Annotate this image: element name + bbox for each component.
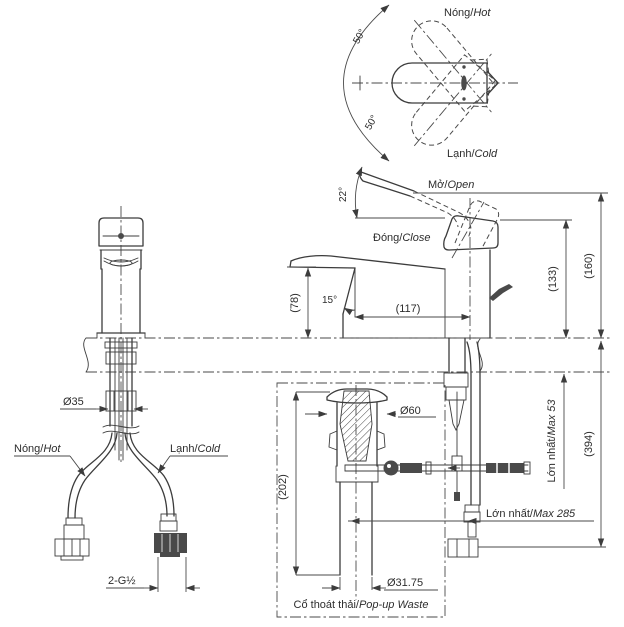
rotation-arc bbox=[343, 4, 390, 162]
label-cold-hose: Lạnh/Cold bbox=[170, 443, 221, 455]
waste-plug-section bbox=[339, 390, 373, 462]
linkage-rod bbox=[486, 463, 524, 473]
front-view-faucet: Ø35 Nóng/Hot Lạnh/Cold bbox=[14, 206, 228, 592]
right-dimensions: (133) (160) (394) Lớn nhất/Max 53 Lớn nh… bbox=[348, 192, 606, 548]
waste-caption: Cổ thoát thải/Pop-up Waste bbox=[294, 599, 429, 611]
handle-ghost-hot bbox=[411, 53, 496, 147]
handle-ghost bbox=[454, 200, 500, 249]
spout-top bbox=[290, 255, 446, 270]
waste-wing-left bbox=[328, 430, 338, 451]
handle-height-label: (133) bbox=[547, 266, 559, 292]
spout-front-slant bbox=[342, 267, 356, 315]
break-line bbox=[83, 337, 89, 373]
total-height-label: (160) bbox=[583, 253, 595, 279]
spout-height-label: (78) bbox=[289, 293, 301, 313]
spout-mouth bbox=[103, 257, 139, 263]
top-view-handle-rotation: 50° 50° Nóng/Hot Lạnh/Cold bbox=[343, 4, 518, 162]
detail-box bbox=[276, 382, 446, 618]
spout-angle-label: 15° bbox=[322, 295, 337, 306]
side-view-under-counter bbox=[442, 337, 531, 558]
handle-closed bbox=[443, 215, 499, 251]
countertop bbox=[83, 337, 612, 373]
label-open: Mở/Open bbox=[428, 179, 474, 191]
popup-waste-detail: (202) Ø60 Ø31.75 Cổ thoát thải/Pop-up Wa… bbox=[276, 382, 446, 618]
hose-max-label: Lớn nhất/Max 285 bbox=[486, 508, 576, 520]
spout-reach-label: (117) bbox=[396, 303, 421, 315]
label-hot-top: Nóng/Hot bbox=[444, 7, 491, 19]
hole-diameter-dim: Ø35 bbox=[60, 396, 148, 413]
mounting-nut bbox=[105, 390, 137, 412]
open-angle-label: 22° bbox=[338, 187, 349, 202]
waste-flange-dia-label: Ø60 bbox=[400, 405, 421, 417]
handle-top-view bbox=[391, 62, 499, 104]
thread-dim: 2-G½ bbox=[106, 557, 200, 592]
handle-front-view bbox=[98, 217, 144, 247]
cold-hose bbox=[129, 432, 175, 517]
waste-wing-right bbox=[376, 430, 386, 451]
handle-ghost-cold bbox=[411, 19, 496, 113]
deck-max-label: Lớn nhất/Max 53 bbox=[546, 399, 558, 483]
popup-lever bbox=[489, 284, 513, 301]
label-cold-top: Lạnh/Cold bbox=[447, 148, 498, 160]
label-hot-hose: Nóng/Hot bbox=[14, 443, 61, 455]
under-counter-label: (394) bbox=[583, 431, 595, 457]
waste-pipe-dia-label: Ø31.75 bbox=[387, 577, 423, 589]
mounting-shank bbox=[102, 337, 140, 461]
linkage-ball-joint bbox=[383, 460, 399, 476]
label-close: Đóng/Close bbox=[373, 232, 430, 244]
break-line bbox=[477, 338, 483, 372]
side-hose-nut bbox=[447, 538, 479, 558]
thread-label: 2-G½ bbox=[108, 575, 136, 587]
side-hose bbox=[466, 341, 472, 506]
hole-diameter-label: Ø35 bbox=[63, 396, 84, 408]
waste-height-label: (202) bbox=[277, 474, 289, 500]
